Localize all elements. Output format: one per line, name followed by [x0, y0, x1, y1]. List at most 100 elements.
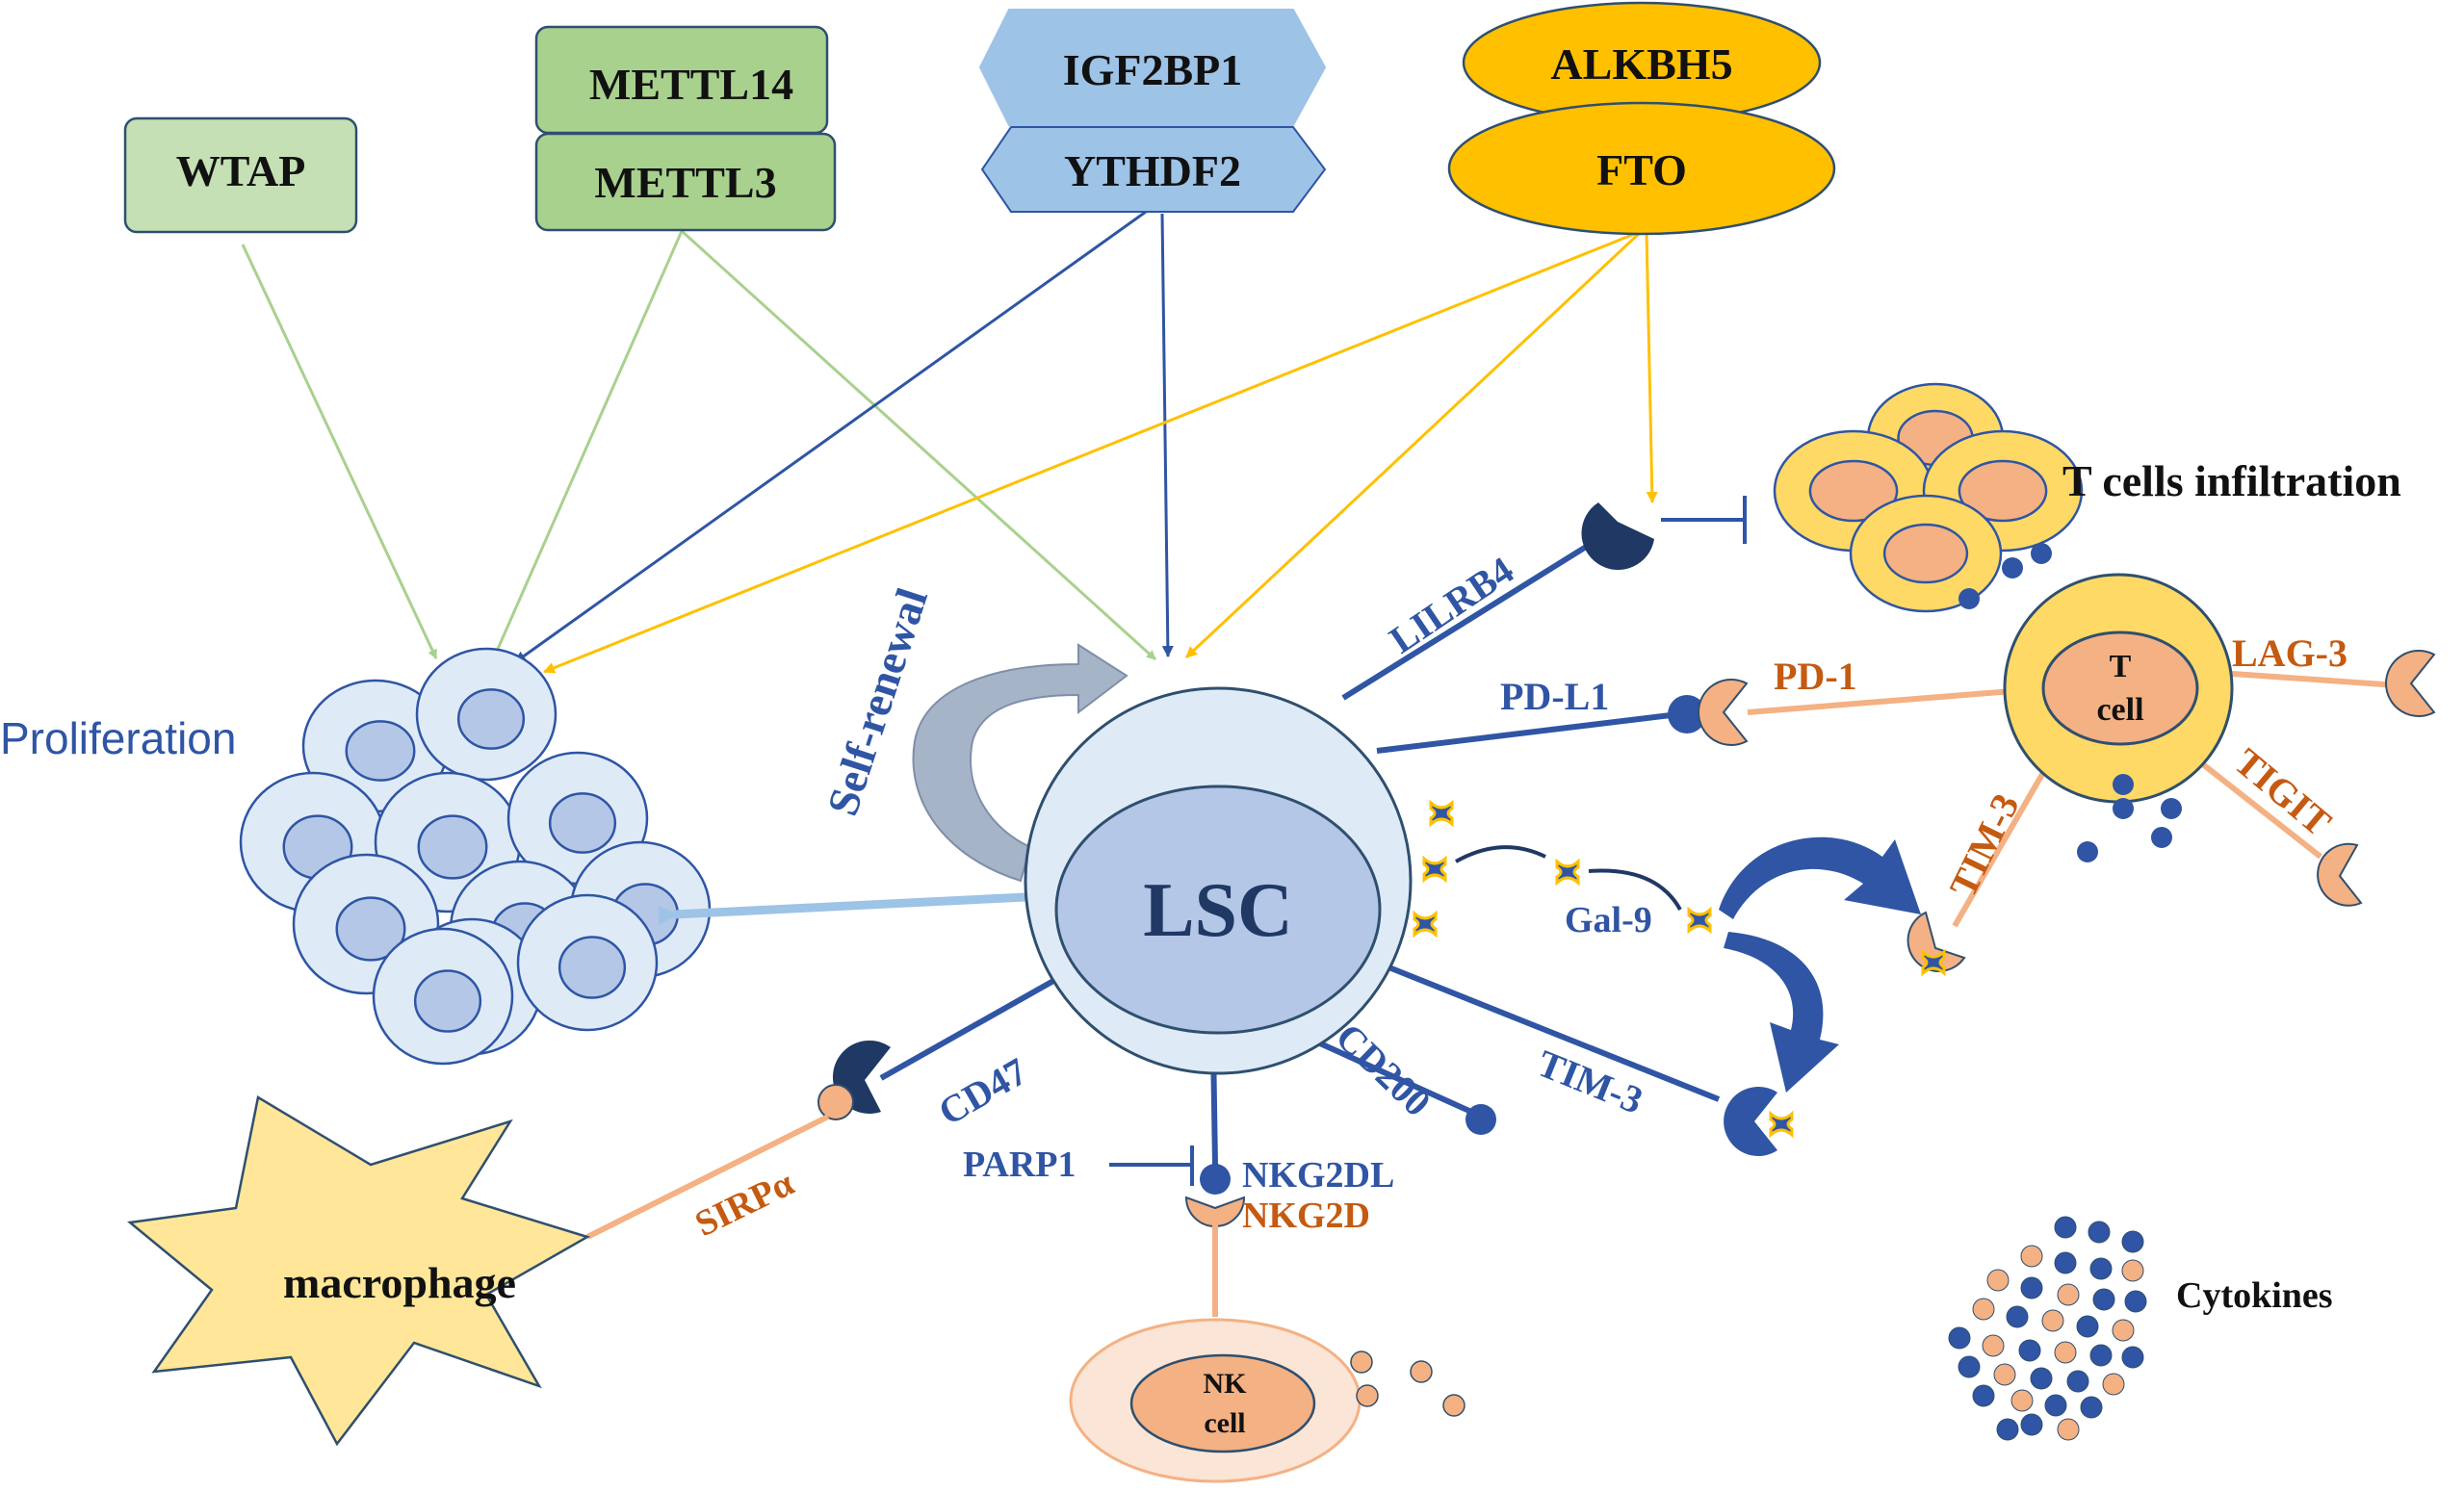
ythdf2-to-proliferation-arrow [514, 210, 1147, 664]
cytokine-dot [2020, 1276, 2043, 1299]
cytokine-dot [2092, 1288, 2115, 1311]
wtap-to-proliferation-arrow [241, 244, 438, 659]
parp1-label: PARP1 [963, 1145, 1076, 1185]
cytokine-dot [2124, 1290, 2147, 1313]
pd-l1-label: PD-L1 [1500, 675, 1609, 718]
cytokine-dot [2089, 1344, 2113, 1367]
cytokine-dot [1948, 1326, 1971, 1350]
pd-l1-stalk [1376, 712, 1672, 754]
cytokines-label: Cytokines [2176, 1275, 2333, 1316]
nk-cell-label-line2: cell [1204, 1407, 1245, 1439]
cytokine-dot [1996, 1418, 2019, 1441]
cytokine-dot [2041, 1309, 2064, 1332]
proliferation-cluster [239, 647, 712, 1066]
cytokines-cluster [1948, 1216, 2147, 1441]
lilrb4-receptor [1581, 502, 1654, 571]
cytokine-dot [2044, 1394, 2067, 1417]
tim-3-lsc-label: TIM-3 [1532, 1042, 1649, 1122]
tim-3-lsc-receptor [1724, 1087, 1777, 1156]
lsc-ligand-stalks [879, 536, 1721, 1166]
t-cells-infiltration-label: T cells infiltration [2062, 456, 2401, 505]
infiltration-dot [2002, 557, 2023, 579]
alkbh5-label: ALKBH5 [1550, 39, 1732, 89]
lag-3-receptor [2385, 650, 2436, 717]
t-cell-nucleus [2041, 630, 2199, 746]
cytokine-dot [1993, 1363, 2016, 1386]
gal9-glyph-4 [1555, 860, 1580, 885]
wtap-label: WTAP [176, 146, 306, 195]
t-cell: T cell [2003, 573, 2234, 804]
cytokine-dot [2010, 1389, 2034, 1412]
cytokine-dot [2102, 1373, 2125, 1396]
erasers-group: ALKBH5 FTO [1447, 1, 1836, 236]
fto-ellipse [1447, 101, 1836, 236]
gal9-glyph-1 [1429, 801, 1454, 826]
t-cells-infiltration-cluster [1773, 382, 2084, 613]
gal9-link-1 [1455, 845, 1546, 863]
nkg2d-receptor [1184, 1196, 1246, 1227]
gal9-lsc-glyphs [1413, 801, 1454, 937]
t-cell-label-line2: cell [2096, 692, 2143, 728]
lilrb4-label: LILRB4 [1382, 548, 1521, 661]
cytokine-dot [2054, 1341, 2077, 1364]
nkg2dl-ligand [1200, 1164, 1231, 1195]
lag-3-label: LAG-3 [2232, 631, 2347, 675]
cytokine-dot [1958, 1355, 1981, 1378]
writers-group: WTAP METTL14 METTL3 [123, 25, 837, 234]
nk-cell: NK cell [1069, 1318, 1362, 1483]
macrophage-shape [126, 1095, 591, 1447]
lsc-cell: LSC [1024, 686, 1413, 1075]
cytokine-dot [2080, 1396, 2103, 1419]
cytokine-dot [2121, 1259, 2144, 1282]
cytokine-dot [2057, 1283, 2080, 1306]
cytokine-dot [2020, 1413, 2043, 1436]
cytokine-dot [2020, 1245, 2043, 1268]
cytokine-dot [2054, 1251, 2077, 1274]
cytokine-dot [1972, 1298, 1995, 1321]
proliferation-cell [372, 927, 514, 1066]
cytokine-dot [2006, 1305, 2029, 1328]
cytokine-dot [2057, 1418, 2080, 1441]
proliferation-cell [415, 647, 558, 782]
cytokine-dot [2076, 1315, 2099, 1338]
cytokine-dot [1986, 1269, 2010, 1292]
wtap-box [123, 116, 358, 234]
nk-cell-label-line1: NK [1204, 1368, 1248, 1400]
tigit-stalk [2184, 748, 2322, 860]
igf2bp1-label: IGF2BP1 [1063, 45, 1243, 94]
nk-cell-secreted-dots [1350, 1351, 1465, 1417]
fto-to-proliferation-arrow [543, 229, 1643, 674]
fto-label: FTO [1596, 145, 1687, 194]
ythdf2-label: YTHDF2 [1064, 146, 1241, 195]
cytokine-dot [2088, 1221, 2111, 1244]
mettl3-box [534, 132, 837, 232]
nkg2d-label: NKG2D [1242, 1196, 1370, 1236]
t-cell-label-line1: T [2110, 649, 2132, 684]
infiltration-dot [1958, 588, 1980, 609]
lsc-to-proliferation-arrow [658, 892, 1026, 925]
mettl3-to-proliferation-arrow [489, 230, 684, 665]
tim-3-tcell-stalk [1952, 749, 2059, 928]
cytokine-dot [2018, 1339, 2041, 1362]
cytokine-dot [2030, 1367, 2053, 1390]
cd47-stalk [879, 969, 1071, 1081]
gal9-label: Gal-9 [1565, 900, 1652, 940]
cd200-ligand [1465, 1104, 1496, 1135]
t-cell-secreted-dots [2077, 774, 2182, 862]
cytokine-dot [2121, 1346, 2144, 1369]
cytokine-dot [2121, 1230, 2144, 1253]
cd200-label: CD200 [1328, 1015, 1439, 1124]
proliferation-cell [516, 893, 659, 1032]
gal9-glyph-5 [1687, 908, 1712, 933]
tim-3-tcell-label: TIM-3 [1941, 786, 2028, 904]
self-renewal-arrow [912, 643, 1128, 883]
ythdf2-box [980, 126, 1327, 213]
readers-group: IGF2BP1 YTHDF2 [978, 9, 1327, 213]
gal9-glyph-3 [1413, 912, 1438, 937]
cytokine-dot [2066, 1370, 2089, 1393]
regulator-arrows [241, 210, 1658, 674]
sirpa-ligand [817, 1084, 854, 1120]
mettl3-to-lsc-arrow [680, 229, 1157, 661]
igf2bp1-box [978, 9, 1327, 126]
